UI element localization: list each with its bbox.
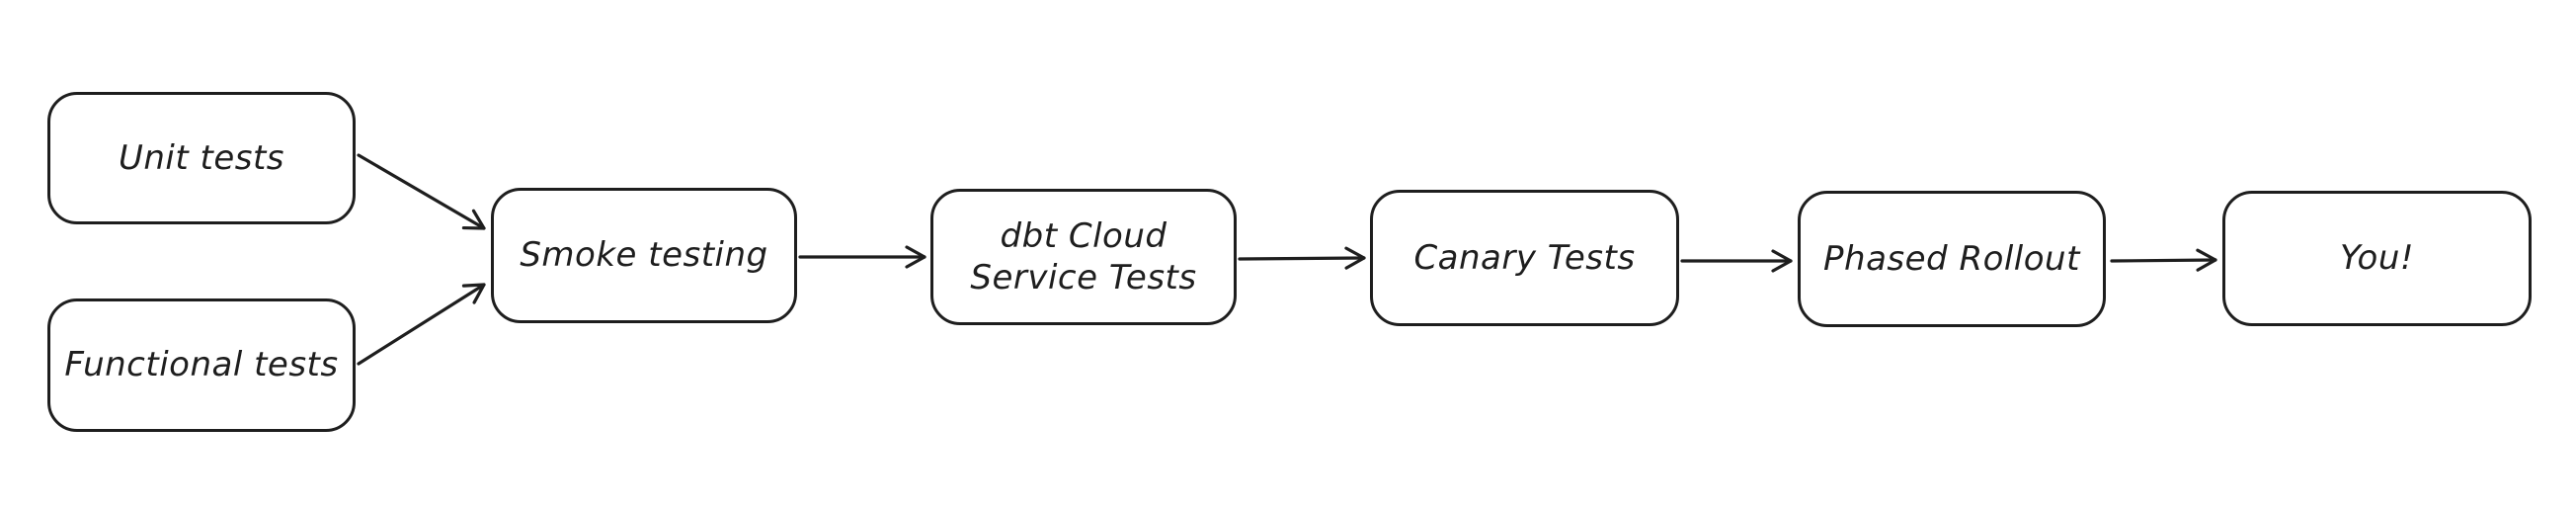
node-phased-rollout: Phased Rollout — [1798, 191, 2106, 327]
node-you: You! — [2222, 191, 2532, 326]
node-smoke-testing: Smoke testing — [491, 188, 797, 323]
node-canary-tests: Canary Tests — [1370, 190, 1679, 326]
node-smoke-testing-label: Smoke testing — [520, 235, 768, 276]
arrow-unit-tests-to-smoke-testing — [357, 153, 486, 230]
node-canary-tests-label: Canary Tests — [1413, 237, 1636, 278]
node-unit-tests-label: Unit tests — [118, 137, 285, 178]
node-you-label: You! — [2339, 238, 2414, 279]
node-dbt-cloud-service-tests: dbt Cloud Service Tests — [930, 189, 1237, 325]
node-phased-rollout-label: Phased Rollout — [1823, 238, 2080, 279]
node-dbt-cloud-service-tests-label: dbt Cloud Service Tests — [970, 215, 1197, 298]
arrow-dbt-cloud-to-canary-tests — [1238, 246, 1366, 270]
node-functional-tests: Functional tests — [47, 298, 356, 432]
arrow-functional-tests-to-smoke-testing — [357, 283, 486, 366]
node-functional-tests-label: Functional tests — [64, 345, 339, 385]
node-unit-tests: Unit tests — [47, 92, 356, 224]
arrow-phased-rollout-to-you — [2110, 248, 2217, 272]
